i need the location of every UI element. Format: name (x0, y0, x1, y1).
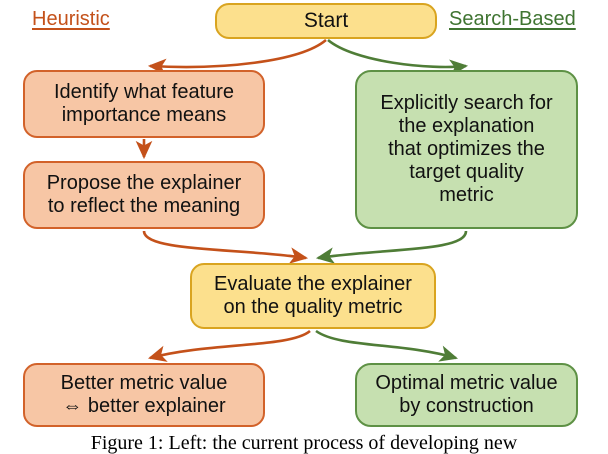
node-better-metric-value: Better metric value ⇔ better explainer (23, 363, 265, 427)
node-evaluate-explainer: Evaluate the explainer on the quality me… (190, 263, 436, 329)
edge-explicit-to-evaluate (315, 230, 468, 264)
branch-header-search-based: Search-Based (449, 8, 576, 30)
node-propose-label: Propose the explainer to reflect the mea… (46, 171, 242, 217)
node-start-label: Start (303, 8, 349, 32)
node-better-label: Better metric value ⇔ better explainer (60, 371, 228, 417)
node-propose-explainer: Propose the explainer to reflect the mea… (23, 161, 265, 229)
branch-header-heuristic: Heuristic (32, 8, 110, 30)
edge-evaluate-to-optimal (315, 329, 459, 362)
figure-caption: Figure 1: Left: the current process of d… (90, 432, 518, 454)
node-identify-label: Identify what feature importance means (53, 80, 235, 126)
edge-start-to-explicit (327, 39, 469, 77)
node-explicit-label: Explicitly search for the explanation th… (380, 91, 553, 207)
edge-propose-to-evaluate (142, 230, 309, 264)
edge-evaluate-to-better (147, 329, 311, 362)
node-identify-feature-importance: Identify what feature importance means (23, 70, 265, 138)
node-evaluate-label: Evaluate the explainer on the quality me… (214, 272, 412, 318)
node-explicit-search: Explicitly search for the explanation th… (355, 70, 578, 229)
node-optimal-metric-value: Optimal metric value by construction (355, 363, 578, 427)
edge-start-to-identify (147, 39, 327, 76)
node-optimal-label: Optimal metric value by construction (375, 371, 558, 417)
node-start: Start (215, 3, 437, 39)
